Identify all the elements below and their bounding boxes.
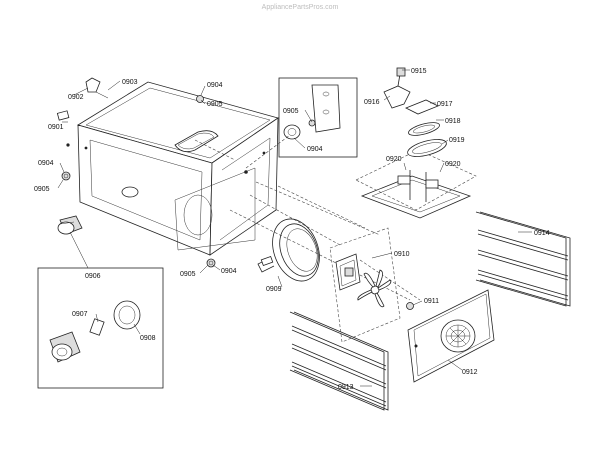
callout-0904-bottom: 0904 bbox=[221, 268, 237, 275]
top-heater-assembly bbox=[355, 67, 477, 219]
callout-0912: 0912 bbox=[462, 369, 478, 376]
callout-0913: 0913 bbox=[338, 384, 354, 391]
callout-0905-top: 0905 bbox=[207, 101, 223, 108]
callout-0908: 0908 bbox=[140, 335, 156, 342]
callout-0915: 0915 bbox=[411, 68, 427, 75]
callout-0904-top: 0904 bbox=[207, 82, 223, 89]
callout-0916: 0916 bbox=[364, 99, 380, 106]
callout-0917: 0917 bbox=[437, 101, 453, 108]
bracket-0901 bbox=[56, 110, 70, 121]
callout-0911: 0911 bbox=[424, 298, 439, 305]
callout-0910: 0910 bbox=[394, 251, 410, 258]
detail-box-fastener bbox=[278, 77, 358, 158]
callout-0906: 0906 bbox=[85, 273, 101, 280]
callout-0903: 0903 bbox=[122, 79, 138, 86]
oven-lamp-assembly bbox=[57, 215, 83, 235]
leader-lines bbox=[57, 69, 532, 387]
nut-0911 bbox=[406, 302, 414, 310]
callout-0914: 0914 bbox=[534, 230, 550, 237]
callout-0919: 0919 bbox=[449, 137, 465, 144]
callout-0904-detail: 0904 bbox=[307, 146, 323, 153]
callout-0904-left: 0904 bbox=[38, 160, 54, 167]
callout-0905-bottom: 0905 bbox=[180, 271, 196, 278]
callout-0918: 0918 bbox=[445, 118, 461, 125]
rear-fan-cover bbox=[407, 289, 495, 383]
callout-0909: 0909 bbox=[266, 286, 282, 293]
callout-0920-left: 0920 bbox=[386, 156, 402, 163]
callout-0905-left: 0905 bbox=[34, 186, 50, 193]
callout-0901: 0901 bbox=[48, 124, 64, 131]
callout-0905-detail: 0905 bbox=[283, 108, 299, 115]
fan-motor-assembly bbox=[329, 227, 401, 343]
sensor-0902 bbox=[85, 77, 109, 99]
callout-0902: 0902 bbox=[68, 94, 84, 101]
convection-heating-element bbox=[257, 218, 320, 282]
oven-rack-0913 bbox=[289, 311, 389, 411]
callout-0907: 0907 bbox=[72, 311, 88, 318]
callout-0920-right: 0920 bbox=[445, 161, 461, 168]
detail-box-lamp bbox=[37, 231, 164, 389]
watermark: AppliancePartsPros.com bbox=[262, 4, 339, 11]
fan-blade bbox=[357, 269, 392, 308]
oven-rack-0914 bbox=[475, 211, 571, 307]
oven-cavity-housing bbox=[66, 81, 279, 256]
nut-0905-left bbox=[61, 171, 71, 181]
callout-labels: 0903 0902 0901 0904 0905 0904 0905 0905 … bbox=[34, 68, 550, 391]
